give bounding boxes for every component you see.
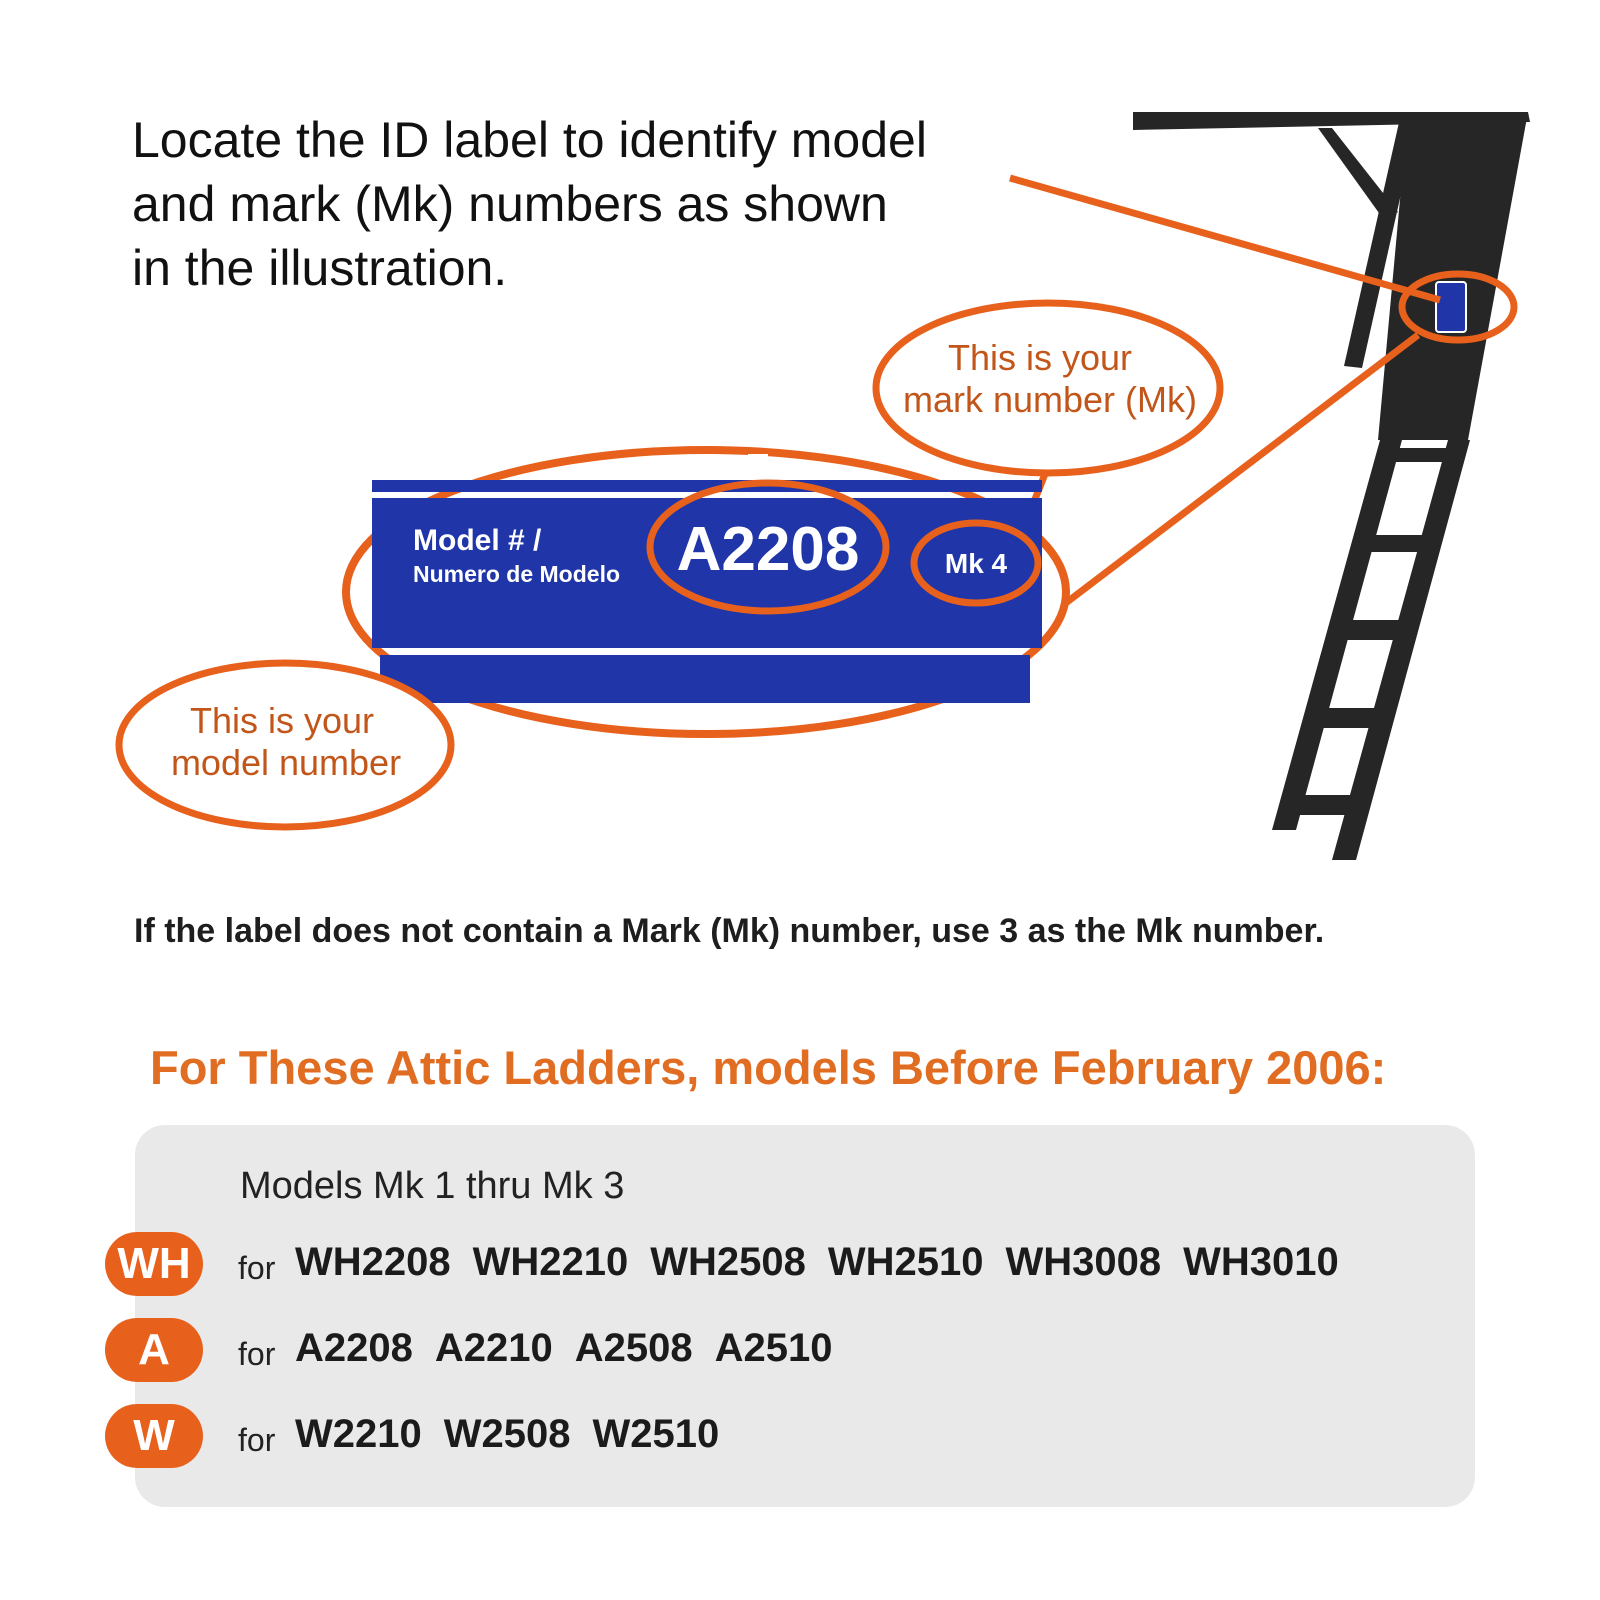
connector-line <box>1047 332 1421 618</box>
intro-line: Locate the ID label to identify model <box>132 112 927 168</box>
model-value-ring <box>646 479 890 615</box>
model-number: A2208 <box>295 1326 413 1370</box>
model-number: WH3008 <box>1005 1240 1162 1284</box>
label-plate-top <box>372 480 1042 492</box>
model-number: WH2210 <box>472 1240 629 1284</box>
ladder-id-label-mini <box>1435 281 1467 333</box>
label-notch <box>748 454 768 468</box>
model-callout-bubble <box>115 659 455 831</box>
ladder-label-diagram: Model # / Numero de Modelo A2208 Mk 4 Th… <box>115 112 1530 860</box>
attic-ladder-illustration <box>1133 112 1530 860</box>
mark-number-note: If the label does not contain a Mark (Mk… <box>134 912 1325 950</box>
for-label: for <box>238 1336 276 1372</box>
mark-callout-line2: mark number (Mk) <box>903 379 1197 420</box>
model-callout-line1: This is your <box>190 700 374 741</box>
label-model-value: A2208 <box>677 515 860 584</box>
series-badge: W <box>105 1404 203 1468</box>
connector-line <box>1009 174 1441 304</box>
mark-callout-line1: This is your <box>948 337 1132 378</box>
models-panel-title: Models Mk 1 thru Mk 3 <box>240 1165 625 1207</box>
model-number: W2210 <box>295 1412 422 1456</box>
model-number: W2508 <box>443 1412 571 1456</box>
ladder-brace <box>1318 128 1398 220</box>
mark-callout-bubble <box>872 299 1224 477</box>
ladder-step <box>1338 620 1414 640</box>
id-label-plate <box>372 498 1042 648</box>
ladder-upper-stile <box>1344 118 1418 368</box>
label-model-subtitle: Numero de Modelo <box>413 561 620 587</box>
model-number: A2510 <box>714 1326 833 1370</box>
ladder-step <box>1290 795 1366 815</box>
ladder-label-ring <box>1398 270 1518 344</box>
model-number: A2508 <box>574 1326 693 1370</box>
ladder-step <box>1386 448 1462 462</box>
models-heading: For These Attic Ladders, models Before F… <box>150 1041 1387 1094</box>
series-badge: WH <box>105 1232 203 1296</box>
model-number: WH2508 <box>650 1240 806 1284</box>
model-list: WH2208 WH2210 WH2508 WH2510 WH3008 WH3010 <box>295 1240 1361 1285</box>
intro-line: in the illustration. <box>132 240 508 296</box>
model-number: W2510 <box>592 1412 720 1456</box>
models-panel <box>135 1125 1475 1507</box>
model-number: WH3010 <box>1183 1240 1339 1284</box>
label-plate-bottom <box>380 655 1030 703</box>
label-mark-value: Mk 4 <box>945 548 1008 579</box>
series-badge: A <box>105 1318 203 1382</box>
label-model-title: Model # / <box>413 524 542 557</box>
ladder-step <box>1362 535 1438 552</box>
model-number: A2210 <box>434 1326 553 1370</box>
model-list: W2210 W2508 W2510 <box>295 1412 741 1457</box>
for-label: for <box>238 1250 276 1286</box>
intro-line: and mark (Mk) numbers as shown <box>132 176 888 232</box>
model-list: A2208 A2210 A2508 A2510 <box>295 1326 855 1371</box>
for-label: for <box>238 1422 276 1458</box>
intro-text: Locate the ID label to identify model an… <box>132 108 962 300</box>
model-number: WH2208 <box>295 1240 451 1284</box>
model-row: WH for WH2208 WH2210 WH2508 WH2510 WH3008 WH301… <box>105 1232 1485 1302</box>
mark-value-ring <box>910 519 1042 607</box>
model-callout-line2: model number <box>171 742 401 783</box>
ladder-step <box>1314 708 1390 728</box>
model-number: WH2510 <box>827 1240 984 1284</box>
